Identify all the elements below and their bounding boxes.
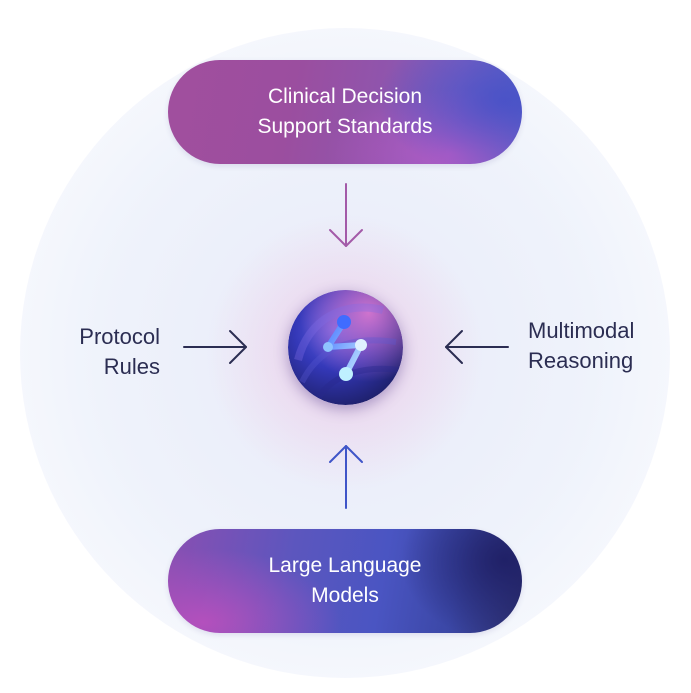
connected-nodes-logo-icon xyxy=(288,290,403,405)
bottom-box-line-2: Models xyxy=(311,584,379,607)
bottom-box-line-1: Large Language xyxy=(268,554,422,577)
hub-logo-graphic xyxy=(288,290,403,405)
right-label-line-1: Multimodal xyxy=(528,318,635,343)
left-label-line-1: Protocol xyxy=(79,324,160,349)
arrow-left-from-right xyxy=(445,330,509,364)
arrow-down-from-top xyxy=(329,183,363,247)
left-label-line-2: Rules xyxy=(103,354,160,379)
right-label-line-2: Reasoning xyxy=(528,348,634,373)
arrow-right-from-left xyxy=(183,330,247,364)
top-box-line-1: Clinical Decision xyxy=(267,85,423,108)
protocol-rules-label: Protocol Rules xyxy=(56,322,160,382)
top-box-line-2: Support Standards xyxy=(257,115,433,138)
large-language-models-box: Large Language Models xyxy=(168,529,522,633)
multimodal-reasoning-label: Multimodal Reasoning xyxy=(528,316,668,376)
arrow-up-from-bottom xyxy=(329,445,363,509)
clinical-decision-support-box: Clinical Decision Support Standards xyxy=(168,60,522,164)
